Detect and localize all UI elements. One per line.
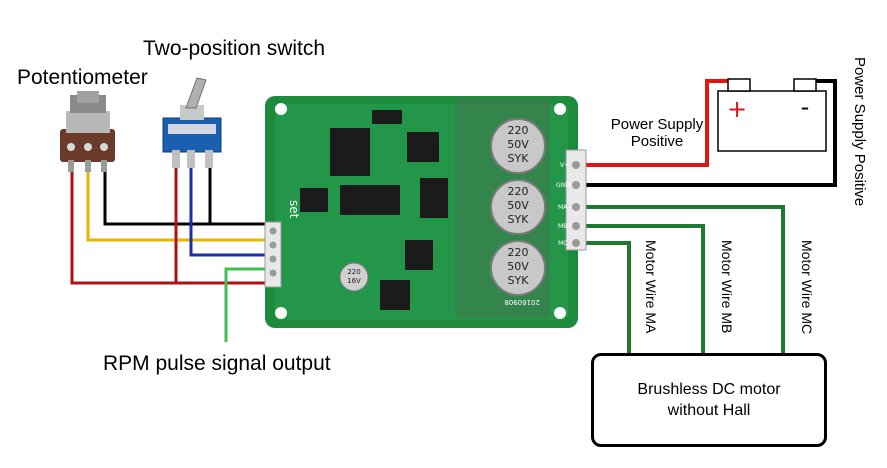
switch-blue-wire <box>189 168 270 257</box>
motor-wires <box>578 205 785 355</box>
psu-positive-line2: Positive <box>630 133 684 150</box>
pin-labels: V+ GND MA MB MC <box>556 162 570 247</box>
motor-wire-mb-label: Motor Wire MB <box>719 240 735 334</box>
pin-label-mb: MB <box>558 223 567 230</box>
pot-black-wire <box>103 170 270 226</box>
motor-wire-ma-line <box>578 205 785 355</box>
cap1-line2: 50V <box>507 138 529 151</box>
motor-label-line1: Brushless DC motor <box>637 381 781 398</box>
power-wires <box>578 79 837 187</box>
motor-wire-ma-label: Motor Wire MA <box>643 240 659 334</box>
cap2-line2: 50V <box>507 199 529 212</box>
potentiometer-wires <box>70 170 270 285</box>
motor-label-line2: without Hall <box>667 402 751 419</box>
pot-yellow-wire <box>86 170 270 242</box>
pot-red-wire <box>70 170 270 285</box>
battery: + - <box>717 78 827 152</box>
small-cap-line1: 220 <box>347 268 360 276</box>
small-cap-line2: 16V <box>347 277 361 285</box>
cap2-line1: 220 <box>508 185 529 198</box>
switch-wires <box>174 168 270 283</box>
potentiometer-label: Potentiometer <box>17 66 148 89</box>
psu-positive-line1: Power Supply <box>610 116 704 133</box>
psu-positive-vertical-label: Power Supply Positive <box>851 57 868 207</box>
cap3-line3: SYK <box>508 274 530 287</box>
rpm-output-label: RPM pulse signal output <box>103 352 331 375</box>
silk-date: 20160908 <box>504 298 540 306</box>
capacitor-1: 220 50V SYK <box>490 118 546 174</box>
battery-minus-sign: - <box>801 93 810 121</box>
cap3-line1: 220 <box>508 246 529 259</box>
small-capacitor: 220 16V <box>339 262 369 292</box>
cap1-line3: SYK <box>508 152 530 165</box>
cap2-line3: SYK <box>508 213 530 226</box>
psu-positive-label: Power Supply Positive <box>602 116 712 150</box>
switch-label: Two-position switch <box>143 37 326 60</box>
pin-label-ma: MA <box>558 204 568 211</box>
rpm-output-wire <box>224 267 270 342</box>
motor-wire-mb-line <box>578 224 705 355</box>
capacitor-3: 220 50V SYK <box>490 240 546 296</box>
potentiometer <box>60 91 115 172</box>
silk-set: set <box>287 200 301 219</box>
motor-box: Brushless DC motor without Hall <box>591 353 827 447</box>
cap1-line1: 220 <box>508 124 529 137</box>
power-positive-wire <box>578 79 738 167</box>
cap3-line2: 50V <box>507 260 529 273</box>
capacitor-2: 220 50V SYK <box>490 179 546 235</box>
battery-plus-sign: + <box>727 95 747 123</box>
motor-wire-mc-line <box>578 241 631 355</box>
motor-wire-mc-label: Motor Wire MC <box>799 240 815 335</box>
pin-label-gnd: GND <box>556 182 570 189</box>
two-position-switch <box>162 77 222 168</box>
pin-label-vplus: V+ <box>560 162 569 169</box>
power-negative-wire <box>578 79 837 187</box>
pin-label-mc: MC <box>558 240 567 247</box>
